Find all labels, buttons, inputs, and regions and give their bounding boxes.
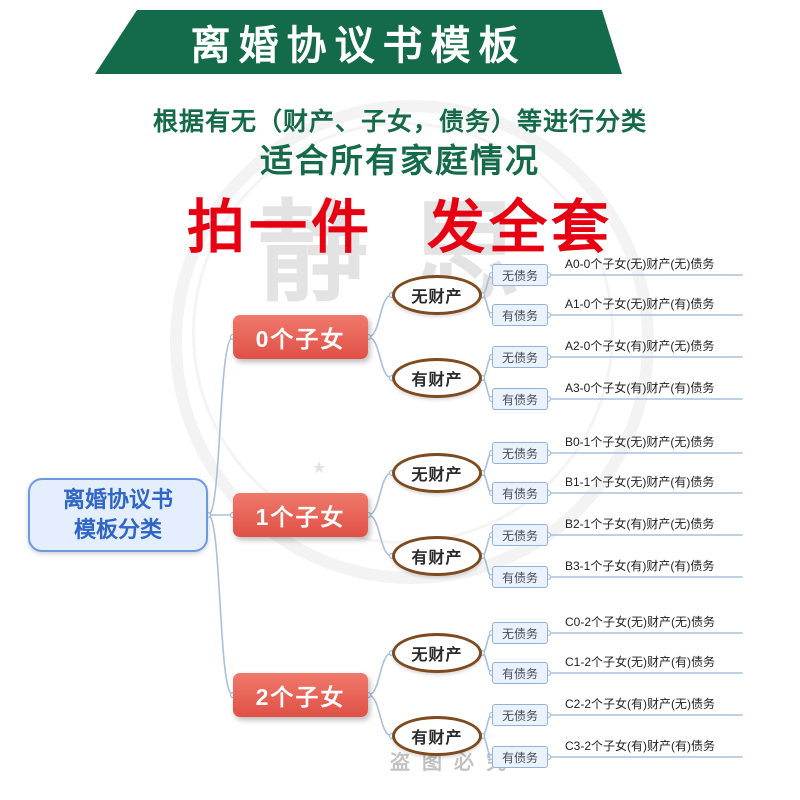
watermark-footer: 盗图必究 [390,752,518,774]
leaf-label: B0-1个子女(无)财产(无)债务 [565,435,715,449]
debt-node: 有债务 [492,662,548,684]
promo-headline: 拍一件 发全套 [186,195,614,260]
watermark-glyph: 静 [258,188,368,317]
debt-node: 无债务 [492,524,548,546]
leaf-label: B3-1个子女(有)财产(有)债务 [565,559,715,573]
asset-node-no: 无财产 [392,633,482,673]
mindmap-root-node: 离婚协议书 模板分类 [28,478,208,552]
debt-node: 无债务 [492,704,548,726]
asset-node-yes: 有财产 [392,358,482,398]
leaf-label: A0-0个子女(无)财产(无)债务 [565,257,715,271]
root-label-line1: 离婚协议书 [62,487,173,513]
asset-node-yes: 有财产 [392,536,482,576]
leaf-label: C2-2个子女(有)财产(无)债务 [565,697,715,711]
debt-node: 有债务 [492,304,548,326]
debt-node: 有债务 [492,388,548,410]
debt-node: 有债务 [492,482,548,504]
leaf-label: A1-0个子女(无)财产(有)债务 [565,297,715,311]
leaf-label: C1-2个子女(无)财产(有)债务 [565,655,715,669]
branch-node-2-children: 2个子女 [233,673,368,717]
root-label-line2: 模板分类 [73,517,162,542]
debt-node: 无债务 [492,346,548,368]
branch-node-0-children: 0个子女 [233,315,368,359]
leaf-label: B2-1个子女(有)财产(无)债务 [565,517,715,531]
debt-node: 无债务 [492,264,548,286]
leaf-label: C3-2个子女(有)财产(有)债务 [565,739,715,753]
debt-node: 有债务 [492,746,548,768]
banner-title: 离婚协议书模板 [190,24,527,68]
debt-node: 无债务 [492,442,548,464]
asset-node-yes: 有财产 [392,716,482,756]
title-banner: 离婚协议书模板 [95,10,622,74]
intro-line1: 根据有无（财产、子女，债务）等进行分类 [152,108,647,136]
debt-node: 无债务 [492,622,548,644]
leaf-label: A2-0个子女(有)财产(无)债务 [565,339,715,353]
leaf-label: C0-2个子女(无)财产(无)债务 [565,615,715,629]
leaf-label: A3-0个子女(有)财产(有)债务 [565,381,715,395]
branch-node-1-child: 1个子女 [233,493,368,537]
leaf-label: B1-1个子女(无)财产(有)债务 [565,475,715,489]
asset-node-no: 无财产 [392,453,482,493]
asset-node-no: 无财产 [392,275,482,315]
debt-node: 有债务 [492,566,548,588]
intro-line2: 适合所有家庭情况 [260,142,540,179]
watermark-star-icon: ★ [312,460,327,477]
